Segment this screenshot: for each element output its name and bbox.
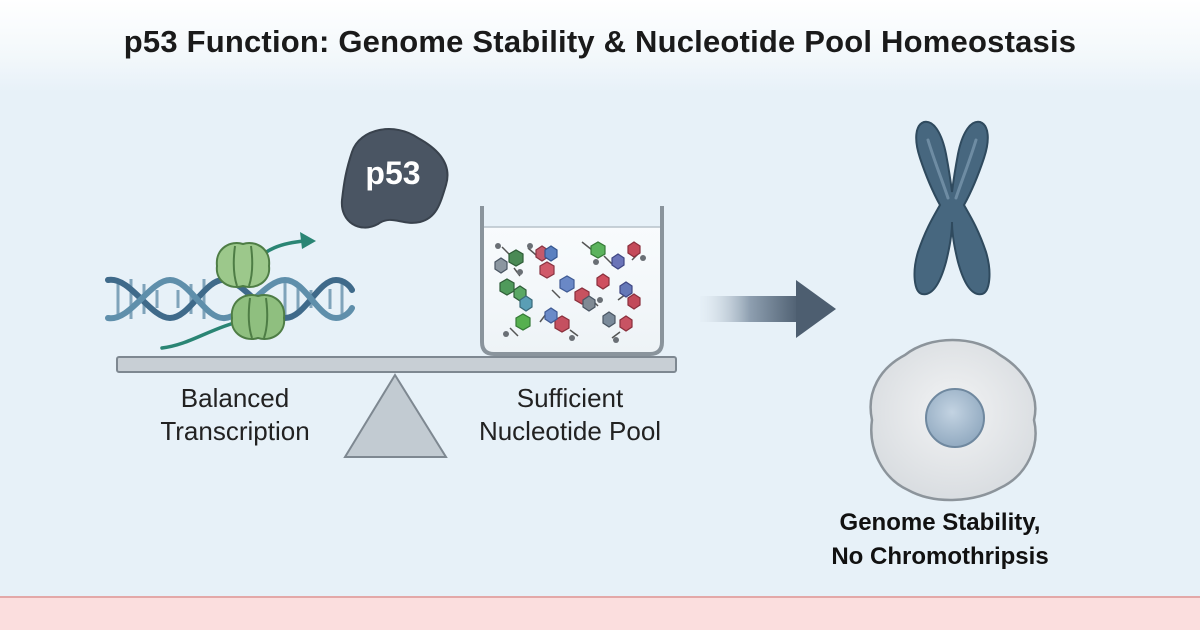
nucleus [925,388,985,448]
page-title: p53 Function: Genome Stability & Nucleot… [123,24,1077,59]
genome-stability-label: Genome Stability, No Chromothripsis [790,506,1090,574]
balance-beam [116,356,677,373]
balanced-line2: Transcription [160,416,310,446]
cell-icon [869,338,1037,502]
polymerase-icon [215,242,286,340]
footer-band [0,598,1200,630]
footer-divider [0,596,1200,598]
outcome-line1: Genome Stability, [839,509,1041,536]
nucleotide-icon [494,241,646,343]
right-arrow-icon [700,280,836,338]
balanced-line1: Balanced [180,383,290,413]
balance-fulcrum [343,373,448,458]
pool-line2: Nucleotide Pool [478,416,662,446]
nucleotide-pool-label: Sufficient Nucleotide Pool [450,382,690,448]
title-band [0,0,1200,92]
p53-label: p53 [365,155,421,191]
balanced-transcription-label: Balanced Transcription [130,382,340,448]
pool-line1: Sufficient [516,383,624,413]
outcome-line2: No Chromothripsis [831,543,1049,570]
chromosome-icon [913,120,991,296]
p53-protein-icon [340,128,449,229]
